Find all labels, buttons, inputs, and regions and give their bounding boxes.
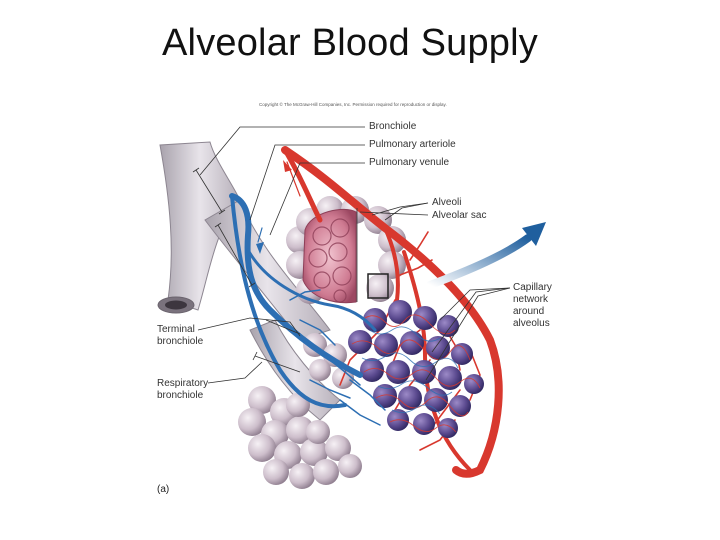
pulmonary-venule-vessels: [229, 193, 386, 426]
label-pulmonary-venule: Pulmonary venule: [369, 157, 450, 168]
label-alveoli: Alveoli: [432, 197, 462, 208]
label-pulmonary-arteriole: Pulmonary arteriole: [369, 139, 456, 150]
label-capillary-network: Capillary network around alveolus: [513, 282, 552, 329]
label-bronchiole: Bronchiole: [369, 121, 417, 132]
alveoli-cluster-grey: [238, 333, 362, 489]
alveolar-sac-cut: [286, 196, 406, 304]
label-respiratory-bronchiole: Respiratory bronchiole: [157, 378, 209, 401]
copyright-notice: Copyright © The McGraw-Hill Companies, I…: [259, 102, 447, 107]
oxygenated-flow-arrow: [426, 222, 546, 289]
pulmonary-arteriole-vessels: [281, 146, 503, 478]
slide-title: Alveolar Blood Supply: [162, 22, 538, 64]
capillary-alveoli-cluster: [348, 300, 484, 438]
label-terminal-bronchiole: Terminal bronchiole: [157, 324, 204, 347]
leader-lines: [192, 126, 511, 384]
label-alveolar-sac: Alveolar sac: [432, 210, 487, 221]
figure-label: (a): [157, 484, 170, 495]
